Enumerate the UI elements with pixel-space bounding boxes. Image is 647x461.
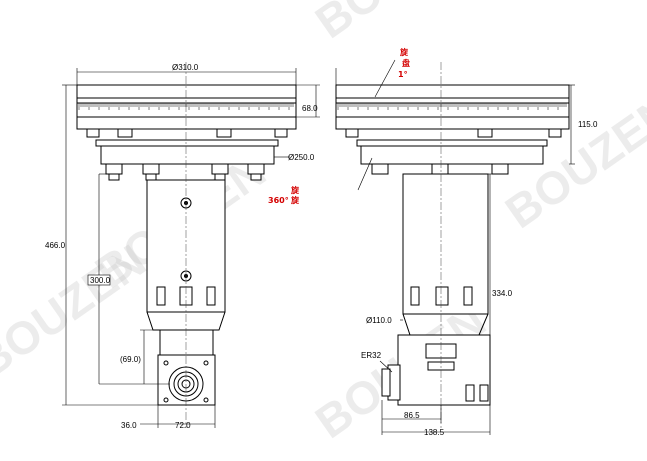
dim-bottom-offset: 36.0 — [121, 421, 137, 430]
watermark-layer: BOUZEN BOUZEN BOUZEN BOUZEN BOUZEN — [0, 0, 647, 448]
dim-bottom-width: 72.0 — [175, 421, 191, 430]
dim-collet: ER32 — [361, 351, 382, 360]
dim-flange-diameter: Ø250.0 — [288, 153, 315, 162]
dim-head-height: 115.0 — [578, 120, 598, 129]
dim-body-diameter: Ø110.0 — [366, 316, 392, 325]
right-view: 115.0 334.0 Ø110.0 ER32 86.5 138.5 旋 盘 1… — [335, 47, 598, 437]
flange — [100, 145, 275, 165]
left-view: Ø310.0 68.0 Ø250.0 — [45, 62, 320, 430]
watermark: BOUZEN — [306, 0, 495, 48]
rotation-note-angle: 1° — [398, 70, 408, 79]
rotation-note-bottom: 旋 — [290, 195, 300, 205]
scale-ticks — [78, 103, 294, 110]
rotation-note-top: 旋 — [399, 47, 409, 57]
dim-box-height: 300.0 — [90, 276, 111, 285]
watermark: BOUZEN — [0, 234, 155, 388]
dim-total-height: 466.0 — [45, 241, 66, 250]
mounting-plate — [76, 84, 297, 130]
scale-ticks — [337, 103, 567, 110]
dim-full-width: 138.5 — [424, 428, 445, 437]
collet-nut — [381, 368, 391, 397]
rotation-note-middle: 盘 — [402, 58, 410, 68]
dim-offset-height: (69.0) — [120, 355, 141, 364]
flange — [360, 145, 544, 165]
dim-overall-diameter: Ø310.0 — [172, 63, 199, 72]
dim-body-height: 334.0 — [492, 289, 513, 298]
rotation-note-top: 旋 — [290, 185, 300, 195]
rotation-note-angle: 360° — [268, 196, 289, 205]
dim-flange-height: 68.0 — [302, 104, 318, 113]
dim-half-width: 86.5 — [404, 411, 420, 420]
spindle-body — [402, 173, 489, 315]
